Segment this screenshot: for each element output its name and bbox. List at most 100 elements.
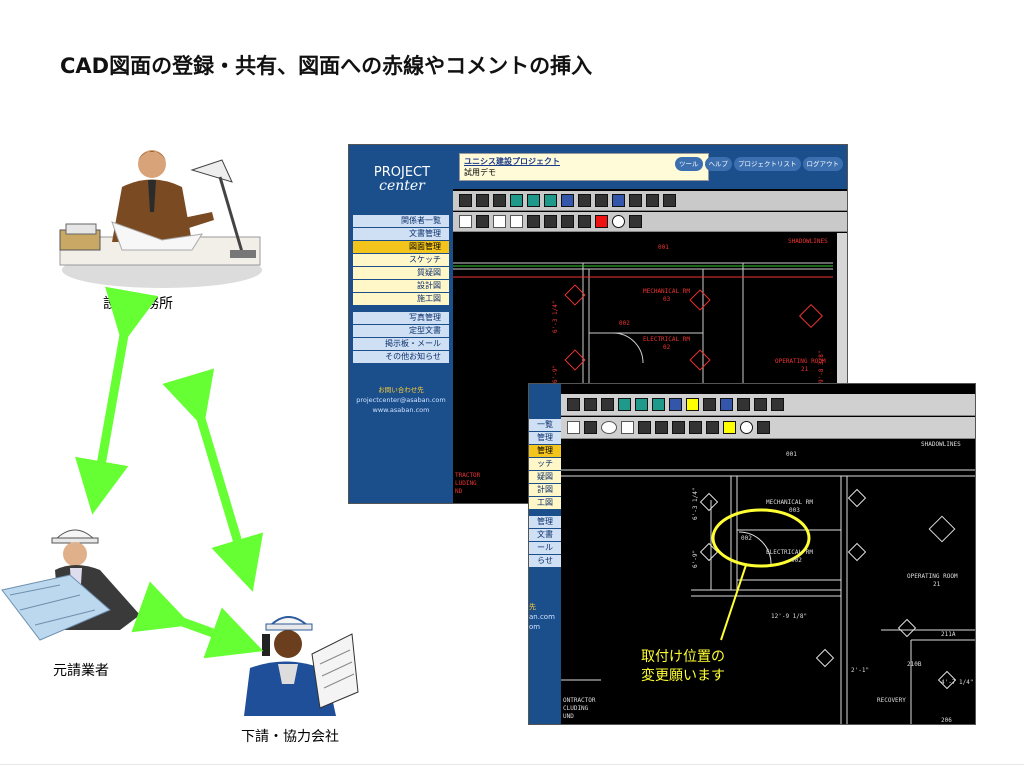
tool-button[interactable] (459, 194, 472, 207)
tool-button[interactable] (646, 194, 659, 207)
tool-button[interactable] (476, 194, 489, 207)
tool-button[interactable] (638, 421, 651, 434)
svg-text:002: 002 (791, 557, 802, 564)
color-wheel-icon[interactable] (686, 398, 699, 411)
nav-tools[interactable]: ツール (675, 157, 703, 171)
menu-subitem[interactable]: 設計図 (353, 280, 449, 293)
toolbar-row-1-front (561, 394, 975, 416)
menu-subitem[interactable]: ッチ (529, 458, 561, 471)
zoom-out-icon[interactable] (635, 398, 648, 411)
menu-subitem[interactable]: 質疑図 (353, 267, 449, 280)
zoom-out-icon[interactable] (527, 194, 540, 207)
tool-button[interactable] (584, 398, 597, 411)
help-icon[interactable] (663, 194, 676, 207)
svg-text:001: 001 (786, 451, 797, 458)
vertical-scrollbar[interactable] (837, 233, 847, 503)
menu-item[interactable]: 文書 (529, 529, 561, 542)
svg-text:12'-9 1/8": 12'-9 1/8" (771, 613, 807, 620)
menu-item[interactable]: 関係者一覧 (353, 215, 449, 228)
select-arrow-icon[interactable] (459, 215, 472, 228)
zoom-fit-icon[interactable] (544, 194, 557, 207)
tool-button[interactable] (601, 398, 614, 411)
menu-subitem[interactable]: 計図 (529, 484, 561, 497)
menu-item[interactable]: らせ (529, 555, 561, 568)
svg-text:UND: UND (563, 713, 574, 720)
tool-button[interactable] (737, 398, 750, 411)
circle-tool-icon[interactable] (612, 215, 625, 228)
menu-item-active[interactable]: 管理 (529, 445, 561, 458)
pen-icon[interactable] (584, 421, 597, 434)
menu-item[interactable]: 管理 (529, 432, 561, 445)
menu-subitem[interactable]: 疑図 (529, 471, 561, 484)
delete-icon[interactable] (510, 215, 523, 228)
zoom-fit-icon[interactable] (652, 398, 665, 411)
svg-text:OPERATING ROOM: OPERATING ROOM (907, 573, 958, 580)
circle-tool-icon[interactable] (740, 421, 753, 434)
pen-icon[interactable] (476, 215, 489, 228)
project-name-link[interactable]: ユニシス建設プロジェクト (464, 157, 560, 166)
svg-text:MECHANICAL RM: MECHANICAL RM (766, 499, 813, 506)
tool-button[interactable] (567, 398, 580, 411)
tool-button[interactable] (612, 194, 625, 207)
menu-item[interactable]: ール (529, 542, 561, 555)
svg-text:RECOVERY: RECOVERY (877, 697, 906, 704)
color-black-swatch[interactable] (578, 215, 591, 228)
select-arrow-icon[interactable] (567, 421, 580, 434)
tool-button[interactable] (689, 421, 702, 434)
color-yellow-swatch[interactable] (723, 421, 736, 434)
tool-button[interactable] (655, 421, 668, 434)
menu-subitem[interactable]: 施工図 (353, 293, 449, 306)
tool-button[interactable] (720, 398, 733, 411)
nav-logout[interactable]: ログアウト (802, 157, 843, 171)
cad-drawing-front[interactable]: SHADOWLINES 001 MECHANICAL RM 003 002 EL… (561, 440, 975, 724)
project-box: ユニシス建設プロジェクト 試用デモ (459, 153, 709, 181)
zoom-in-icon[interactable] (618, 398, 631, 411)
pan-hand-icon[interactable] (561, 194, 574, 207)
ellipse-tool-icon[interactable] (601, 421, 617, 434)
svg-text:211A: 211A (941, 631, 956, 638)
app-window-front: 一覧 管理 管理 ッチ 疑図 計図 工図 管理 文書 ール らせ 先 an.co… (528, 383, 976, 725)
menu-item[interactable]: 一覧 (529, 419, 561, 432)
help-icon[interactable] (771, 398, 784, 411)
menu-subitem[interactable]: スケッチ (353, 254, 449, 267)
tool-button[interactable] (703, 398, 716, 411)
project-subtitle: 試用デモ (464, 168, 496, 177)
menu-item[interactable]: 文書管理 (353, 228, 449, 241)
top-nav: ツール ヘルプ プロジェクトリスト ログアウト (675, 157, 843, 171)
nav-project-list[interactable]: プロジェクトリスト (734, 157, 801, 171)
tool-button[interactable] (595, 194, 608, 207)
tool-button[interactable] (493, 194, 506, 207)
svg-text:SHADOWLINES: SHADOWLINES (788, 238, 828, 245)
tool-button[interactable] (527, 215, 540, 228)
delete-icon[interactable] (621, 421, 634, 434)
menu-item[interactable]: 管理 (529, 516, 561, 529)
svg-text:ND: ND (455, 488, 463, 495)
tool-button[interactable] (672, 421, 685, 434)
markup-comment-line: 変更願います (641, 668, 725, 684)
zoom-in-icon[interactable] (510, 194, 523, 207)
color-red-swatch[interactable] (595, 215, 608, 228)
menu-subitem[interactable]: 工図 (529, 497, 561, 510)
tool-button[interactable] (544, 215, 557, 228)
menu-item-active[interactable]: 図面管理 (353, 241, 449, 254)
side-menu: 関係者一覧 文書管理 図面管理 スケッチ 質疑図 設計図 施工図 写真管理 定型… (353, 215, 449, 364)
brand-panel-fragment: 一覧 管理 管理 ッチ 疑図 計図 工図 管理 文書 ール らせ 先 an.co… (529, 384, 561, 724)
svg-text:002: 002 (619, 320, 630, 327)
tool-button[interactable] (629, 194, 642, 207)
menu-item[interactable]: その他お知らせ (353, 351, 449, 364)
nav-help[interactable]: ヘルプ (704, 157, 732, 171)
color-black-swatch[interactable] (757, 421, 770, 434)
menu-item[interactable]: 定型文書 (353, 325, 449, 338)
tool-button[interactable] (561, 215, 574, 228)
rotate-icon[interactable] (578, 194, 591, 207)
color-black-swatch[interactable] (706, 421, 719, 434)
color-black-swatch[interactable] (629, 215, 642, 228)
menu-item[interactable]: 写真管理 (353, 312, 449, 325)
menu-item[interactable]: 掲示板・メール (353, 338, 449, 351)
designer-illustration (59, 150, 262, 288)
pan-hand-icon[interactable] (669, 398, 682, 411)
tool-button[interactable] (754, 398, 767, 411)
svg-text:SHADOWLINES: SHADOWLINES (921, 441, 961, 448)
rectangle-tool-icon[interactable] (493, 215, 506, 228)
